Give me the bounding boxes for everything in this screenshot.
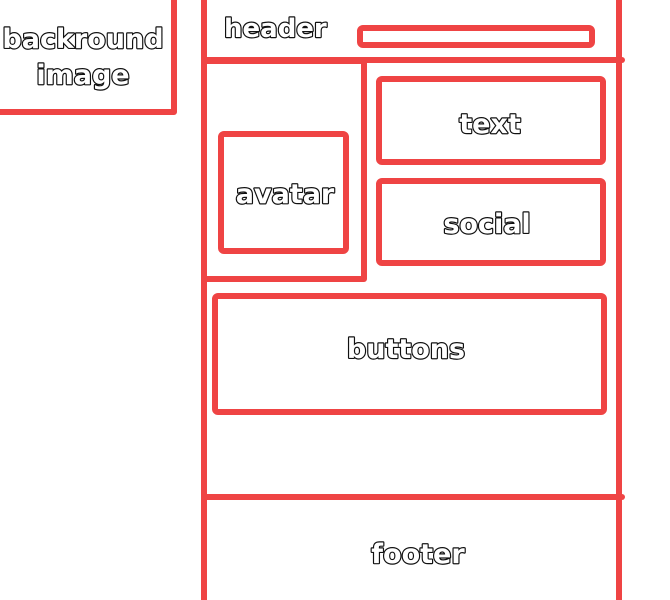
header-bar [357, 25, 595, 48]
background-label-line2: image [36, 60, 129, 91]
avatar-box [218, 131, 349, 254]
social-box [376, 178, 606, 266]
social-label: social [443, 209, 530, 240]
background-image-box [0, 0, 177, 115]
header-label: header [224, 14, 327, 44]
text-box [376, 76, 606, 165]
text-label: text [459, 109, 521, 140]
profile-section [204, 58, 367, 282]
avatar-label: avatar [236, 179, 335, 210]
buttons-box [212, 293, 607, 415]
buttons-label: buttons [347, 334, 465, 365]
footer-label: footer [371, 539, 465, 570]
background-label-line1: backround [2, 24, 163, 55]
